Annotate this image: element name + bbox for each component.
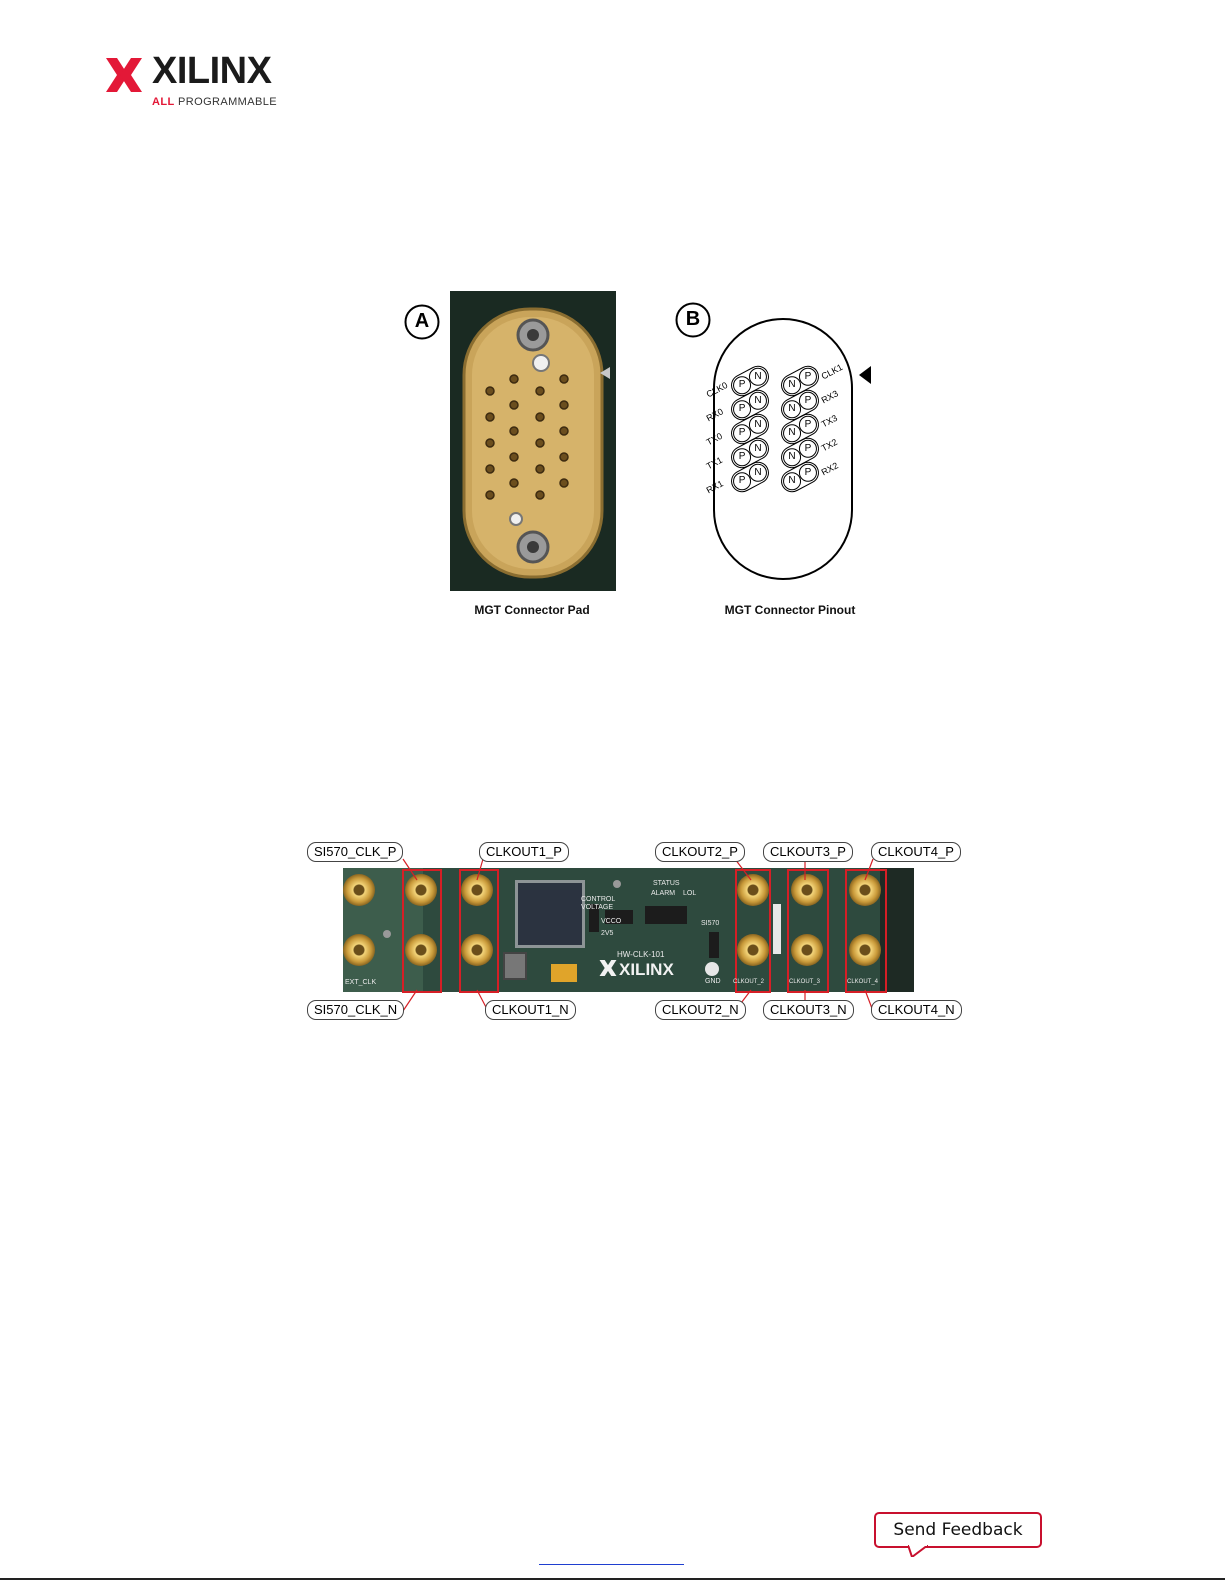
callout-bottom: CLKOUT3_N <box>763 1000 854 1020</box>
caption-connector-pad: MGT Connector Pad <box>474 603 590 617</box>
pin-contact: P <box>798 367 817 386</box>
highlight-clkout1 <box>459 869 499 993</box>
jumper-control <box>589 904 599 932</box>
highlight-clkout2 <box>735 869 771 993</box>
pin-contact: P <box>798 415 817 434</box>
feedback-bubble-tail-icon <box>908 1545 928 1557</box>
sma-connector <box>849 934 881 966</box>
silk-lol: LOL <box>683 890 697 897</box>
sma-connector <box>405 934 437 966</box>
oscillator-chip <box>503 952 527 980</box>
sma-connector <box>343 934 375 966</box>
sma-connector <box>791 934 823 966</box>
pin-contact: P <box>798 463 817 482</box>
highlight-clkout3 <box>787 869 829 993</box>
panel-b-marker: B <box>675 302 711 338</box>
silk-voltage: VOLTAGE <box>581 904 614 911</box>
silk-gnd: GND <box>705 978 721 985</box>
sma-connector <box>737 874 769 906</box>
pinout-outline <box>713 318 853 580</box>
send-feedback-button[interactable]: Send Feedback <box>874 1512 1042 1548</box>
callout-bottom: CLKOUT4_N <box>871 1000 962 1020</box>
callout-bottom: SI570_CLK_N <box>307 1000 405 1020</box>
fpga-chip <box>515 880 585 948</box>
callout-top: CLKOUT1_P <box>479 842 569 862</box>
callout-bottom: CLKOUT1_N <box>485 1000 576 1020</box>
silk-2v5: 2V5 <box>601 930 614 937</box>
panel-a-letter: A <box>414 310 430 332</box>
ic-1 <box>645 906 687 924</box>
hw-clk-101-board-figure: STATUS ALARM LOL CONTROL VOLTAGE VCCO 2V… <box>305 840 970 1030</box>
pin-contact: P <box>798 439 817 458</box>
callout-leaders <box>402 858 874 1012</box>
silk-xilinx-logo-icon <box>599 960 617 976</box>
logo-tag-all: ALL <box>152 96 175 108</box>
jumper-si570 <box>709 932 719 958</box>
gnd-test-point <box>705 962 719 976</box>
silk-control: CONTROL <box>581 896 616 903</box>
ic-2 <box>605 910 633 924</box>
silk-brand: XILINX <box>619 960 674 979</box>
label-strip <box>773 904 781 954</box>
callout-bottom: CLKOUT2_N <box>655 1000 746 1020</box>
highlight-si570-clk <box>402 869 442 993</box>
silk-clkout-2: CLKOUT_2 <box>733 979 765 985</box>
silk-clkout-4: CLKOUT_4 <box>847 979 879 985</box>
sma-connector <box>737 934 769 966</box>
silk-status: STATUS <box>653 880 680 887</box>
logo-wordmark: XILINX <box>152 50 272 92</box>
pin-contact: N <box>748 463 767 482</box>
sma-connector <box>343 874 375 906</box>
silk-vcco: VCCO <box>601 918 622 925</box>
mgt-connector-pad-photo <box>450 291 616 591</box>
callout-top: CLKOUT2_P <box>655 842 745 862</box>
silk-si570: SI570 <box>701 920 720 927</box>
silk-alarm: ALARM <box>651 890 676 897</box>
sma-connector <box>405 874 437 906</box>
panel-b-letter: B <box>685 308 701 330</box>
tantalum-cap <box>551 964 577 982</box>
callout-top: SI570_CLK_P <box>307 842 404 862</box>
callout-top: CLKOUT4_P <box>871 842 961 862</box>
mount-hole-2 <box>383 930 391 938</box>
callout-top: CLKOUT3_P <box>763 842 853 862</box>
sma-connector <box>461 934 493 966</box>
pin-contact: P <box>798 391 817 410</box>
mount-hole-1 <box>613 880 621 888</box>
pin-contact: N <box>748 415 767 434</box>
panel-a-marker: A <box>404 304 440 340</box>
logo-tagline: ALL PROGRAMMABLE <box>152 97 277 108</box>
silk-ext-clk: EXT_CLK <box>345 979 377 986</box>
logo-tag-rest: PROGRAMMABLE <box>174 96 277 108</box>
sma-connector <box>791 874 823 906</box>
silk-clkout-3: CLKOUT_3 <box>789 979 821 985</box>
pin-contact: N <box>748 367 767 386</box>
caption-connector-pinout: MGT Connector Pinout <box>724 603 856 617</box>
pin-contact: N <box>748 439 767 458</box>
pin1-arrow-icon <box>859 366 871 384</box>
footer-link-underline[interactable] <box>539 1564 684 1565</box>
xilinx-logo-icon <box>106 58 142 92</box>
pin-contact: N <box>748 391 767 410</box>
silk-model: HW-CLK-101 <box>617 950 665 959</box>
footer-rule <box>0 1578 1225 1580</box>
